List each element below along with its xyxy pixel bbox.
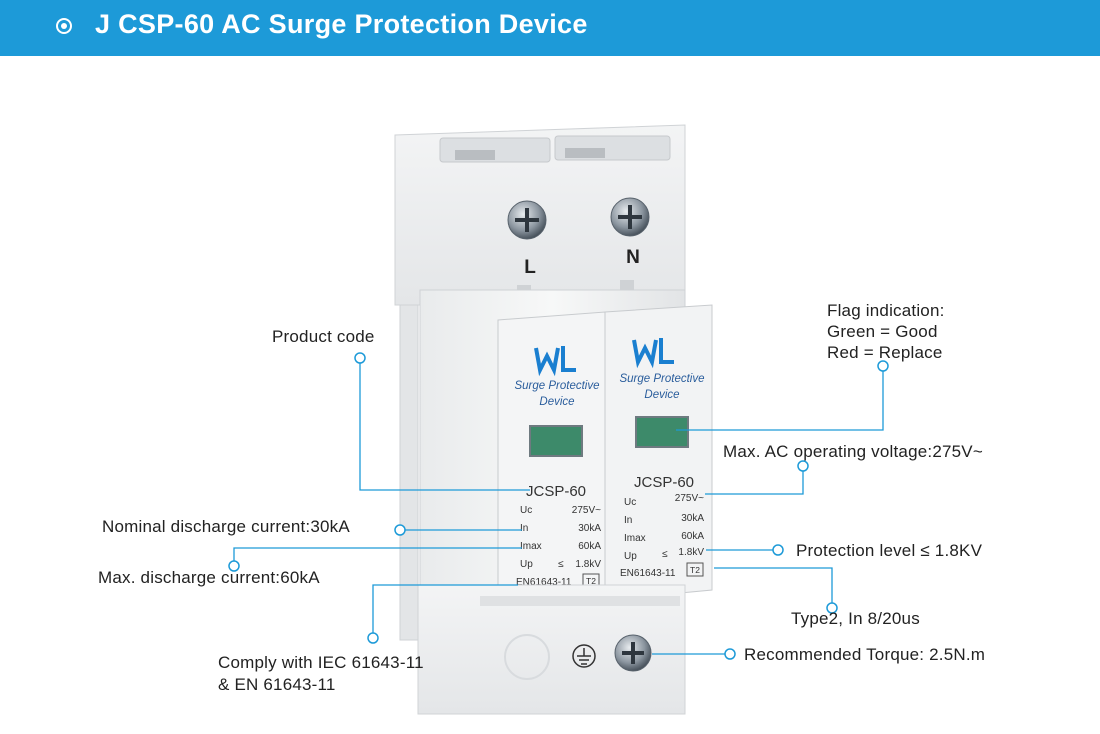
model-text: JCSP-60 [526,483,586,500]
spec-key: In [520,523,528,534]
screw-terminal-icon [614,634,652,672]
screw-terminal-icon [610,197,650,237]
module-label: Surge Protective [514,380,599,392]
callout-flag-indication-line3: Red = Replace [827,343,943,362]
indicator-window-icon [529,425,583,457]
spec-key: Uc [520,505,532,516]
screw-terminal-icon [507,200,547,240]
callout-type2: Type2, In 8/20us [791,609,920,628]
lower-terminal-block [417,584,686,715]
spec-key: Imax [520,541,542,552]
spec-value: 275V~ [572,505,601,516]
type-badge: T2 [586,576,596,586]
callout-max-current: Max. discharge current:60kA [98,568,320,587]
callout-product-code: Product code [272,327,375,346]
spec-key: Up [624,551,637,562]
radio-bullet-icon [56,18,72,34]
spec-symbol: ≤ [662,549,668,560]
module-right [604,304,713,601]
spec-value: 1.8kV [575,559,601,570]
module-label: Device [539,396,574,408]
page-title: J CSP-60 AC Surge Protection Device [95,9,588,39]
model-text: JCSP-60 [634,474,694,491]
type-badge: T2 [690,565,700,575]
callout-max-ac-voltage: Max. AC operating voltage:275V~ [723,442,983,461]
spec-value: 1.8kV [678,547,704,558]
spec-key: Imax [624,533,646,544]
standard-text: EN61643-11 [620,568,676,579]
spec-key: Up [520,559,533,570]
callout-nominal-current: Nominal discharge current:30kA [102,517,350,536]
ground-symbol-icon [572,644,596,668]
spec-value: 60kA [578,541,601,552]
module-label: Surge Protective [619,373,704,385]
terminal-label-l: L [524,257,536,278]
callout-comply-line1: Comply with IEC 61643-11 [218,653,424,672]
indicator-window-icon [635,416,689,448]
callout-torque: Recommended Torque: 2.5N.m [744,645,986,664]
spec-value: 60kA [681,531,704,542]
brand-logo-icon [632,338,674,369]
standard-text: EN61643-11 [516,577,572,588]
module-label: Device [644,389,679,401]
spec-symbol: ≤ [558,559,564,570]
spec-key: In [624,515,632,526]
spec-value: 30kA [681,513,704,524]
callout-flag-indication-line2: Green = Good [827,322,938,341]
terminal-label-n: N [626,247,640,268]
spec-value: 275V~ [675,493,704,504]
callout-protection-level: Protection level ≤ 1.8KV [796,541,983,560]
brand-logo-icon [534,346,576,377]
spec-key: Uc [624,497,636,508]
spec-value: 30kA [578,523,601,534]
header-banner: J CSP-60 AC Surge Protection Device [0,0,1100,56]
callout-comply-line2: & EN 61643-11 [218,675,336,694]
callout-flag-indication-line1: Flag indication: [827,301,945,320]
